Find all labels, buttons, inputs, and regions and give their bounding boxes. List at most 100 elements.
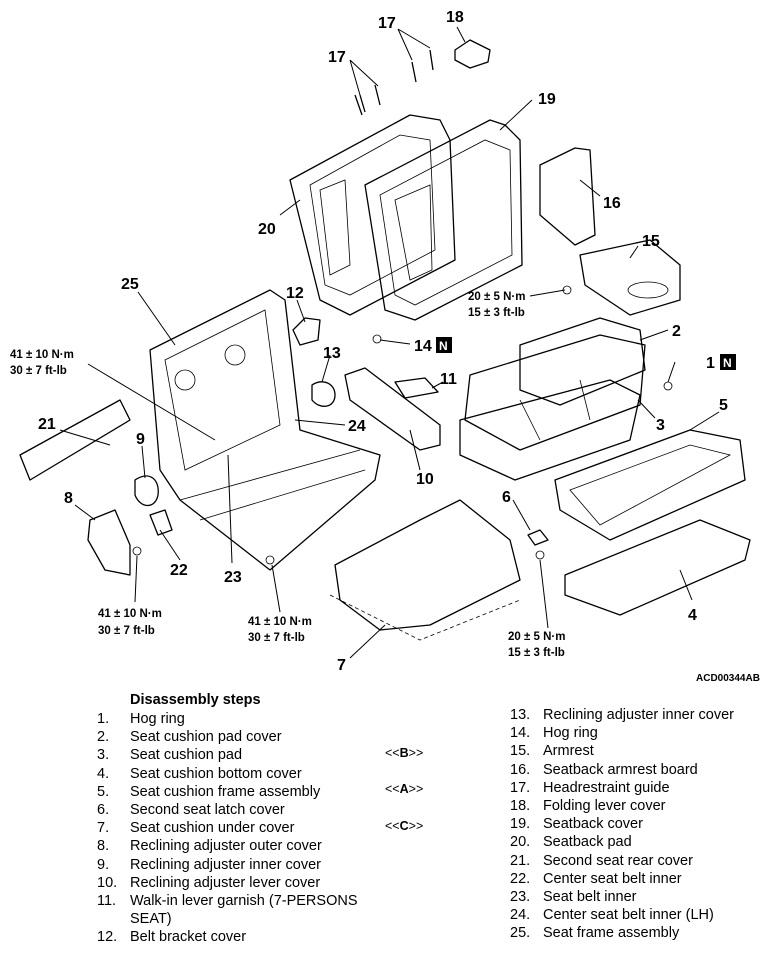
hog-ring-1-drawing <box>663 381 673 391</box>
step-row: 7.Seat cushion under cover <box>97 819 377 837</box>
seat-cushion-drawing <box>459 317 646 481</box>
callout-19: 19 <box>538 91 556 108</box>
step-text: Hog ring <box>130 711 185 727</box>
step-number: 11. <box>97 893 117 910</box>
torque-4-line2: 15 ± 3 ft-lb <box>468 307 525 319</box>
step-number: 20. <box>510 834 531 851</box>
bottom-cover-drawing <box>564 519 751 616</box>
torque-5-line2: 15 ± 3 ft-lb <box>508 647 565 659</box>
step-number: 14. <box>510 725 531 742</box>
step-text: Second seat rear cover <box>543 852 693 869</box>
step-row: 21. Second seat rear cover <box>510 852 760 870</box>
step-row: 17. Headrestraint guide <box>510 779 760 797</box>
steps-title: Disassembly steps <box>130 692 261 708</box>
step-number: 1. <box>97 711 110 727</box>
callout-6: 6 <box>502 489 511 506</box>
torque-specs: 41 ± 10 N·m 30 ± 7 ft-lb 41 ± 10 N·m 30 … <box>10 291 565 659</box>
torque-4-line1: 20 ± 5 N·m <box>468 291 525 303</box>
latch-cover-drawing <box>527 529 549 546</box>
callout-1: 1 <box>706 355 715 372</box>
callout-13: 13 <box>323 345 341 362</box>
step-row: 13.Reclining adjuster inner cover <box>510 706 760 724</box>
step-row: 9.Reclining adjuster inner cover <box>97 856 377 874</box>
hog-ring-14-drawing <box>372 334 382 344</box>
step-text: Armrest <box>543 743 594 760</box>
step-text: Reclining adjuster inner cover <box>130 856 322 873</box>
callout-8: 8 <box>64 490 73 507</box>
mark-a: <<A>> <box>385 782 424 796</box>
callout-22: 22 <box>170 562 188 579</box>
center-belt-drawing <box>149 509 173 536</box>
step-row: 25. Seat frame assembly <box>510 924 760 942</box>
step-number: 2. <box>97 729 110 746</box>
step-row: 19. Seatback cover <box>510 815 760 833</box>
step-row: 10.Reclining adjuster lever cover <box>97 874 377 892</box>
step-text: Walk-in lever garnish (7-PERSONS SEAT) <box>130 893 358 928</box>
step-row: 24.Center seat belt inner (LH) <box>510 906 760 924</box>
callout-4: 4 <box>688 607 697 624</box>
step-row: 6.Second seat latch cover <box>97 801 377 819</box>
bolt-latch-drawing <box>535 550 545 560</box>
step-row: 3. Seat cushion pad <box>97 746 377 764</box>
step-number: 10. <box>97 874 118 891</box>
exploded-seat-diagram: 1 N 2 3 4 5 6 7 8 9 10 11 12 13 14 N 15 … <box>10 9 760 684</box>
callout-16: 16 <box>603 195 621 212</box>
step-text: Seat frame assembly <box>543 925 680 942</box>
torque-5-line1: 20 ± 5 N·m <box>508 631 565 643</box>
callout-20: 20 <box>258 221 276 238</box>
step-number: 17. <box>510 779 531 796</box>
step-row: 22. Center seat belt inner <box>510 870 760 888</box>
lever-cover-drawing <box>344 367 441 451</box>
step-row: 4. Seat cushion bottom cover <box>97 765 377 783</box>
step-row: 8.Reclining adjuster outer cover <box>97 837 377 855</box>
step-row: 1. Hog ring <box>97 710 377 728</box>
folding-lever-cover-drawing <box>454 39 491 69</box>
step-number: 21. <box>510 852 531 869</box>
step-text: Seatback cover <box>543 816 643 833</box>
step-number: 22. <box>510 870 531 887</box>
torque-1-line2: 30 ± 7 ft-lb <box>10 365 67 377</box>
callout-7: 7 <box>337 657 346 674</box>
callout-labels: 1 N 2 3 4 5 6 7 8 9 10 11 12 13 14 N 15 … <box>38 9 736 674</box>
reclining-inner-cover-drawing <box>134 475 159 507</box>
step-text: Seat cushion bottom cover <box>130 765 302 782</box>
n-badge-1: N <box>723 356 732 370</box>
step-text: Headrestraint guide <box>543 779 670 796</box>
step-row: 2. Seat cushion pad cover <box>97 728 377 746</box>
step-number: 4. <box>97 765 110 782</box>
callout-24: 24 <box>348 418 366 435</box>
step-text: Seat belt inner <box>543 889 637 906</box>
step-text: Belt bracket cover <box>130 929 247 946</box>
callout-10: 10 <box>416 471 434 488</box>
bolt-center-drawing <box>265 555 275 565</box>
step-number: 25. <box>510 925 531 942</box>
step-text: Hog ring <box>543 725 598 742</box>
seatback-pad-drawing <box>289 114 456 316</box>
step-row: 16.Seatback armrest board <box>510 761 760 779</box>
steps-right-column: 13.Reclining adjuster inner cover 14. Hog… <box>510 706 760 943</box>
step-row: 18.Folding lever cover <box>510 797 760 815</box>
step-row: 5. Seat cushion frame assembly <box>97 783 377 801</box>
step-row: 23.Seat belt inner <box>510 888 760 906</box>
armrest-board-drawing <box>539 147 596 246</box>
disassembly-steps: Disassembly steps 1. Hog ring 2. Seat cush… <box>0 690 771 954</box>
step-number: 16. <box>510 761 531 778</box>
step-number: 5. <box>97 783 110 800</box>
callout-23: 23 <box>224 569 242 586</box>
step-number: 6. <box>97 802 110 819</box>
step-number: 18. <box>510 798 531 815</box>
step-text: Seat cushion frame assembly <box>130 783 321 800</box>
figure-code: ACD00344AB <box>696 673 760 684</box>
step-text: Reclining adjuster inner cover <box>543 707 735 723</box>
step-text: Seat cushion pad cover <box>130 729 282 746</box>
step-text: Center seat belt inner <box>543 870 682 887</box>
callout-25: 25 <box>121 276 139 293</box>
step-text: Seat cushion pad <box>130 747 243 764</box>
step-row: 20.Seatback pad <box>510 833 760 851</box>
step-text: Seat cushion under cover <box>130 820 295 837</box>
callout-14: 14 <box>414 338 432 355</box>
step-number: 15. <box>510 743 531 760</box>
step-row: 14. Hog ring <box>510 724 760 742</box>
step-number: 3. <box>97 747 110 764</box>
step-number: 19. <box>510 816 531 833</box>
